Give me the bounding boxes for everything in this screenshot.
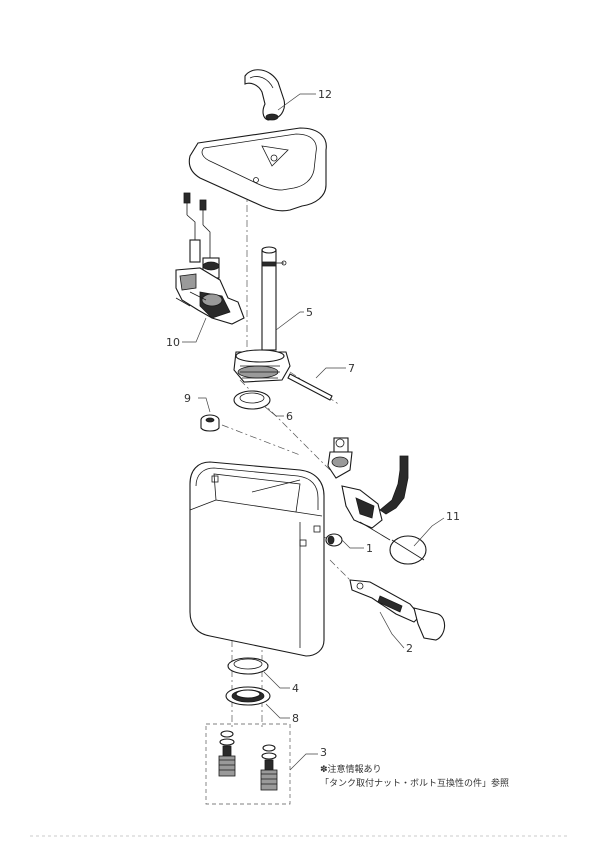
- part-3-bolt-set: [205, 723, 291, 805]
- callout-2: 2: [406, 642, 413, 655]
- part-2-flush-handle: [349, 579, 446, 641]
- callout-labels: 12 5 10 7 9 6 11 1 2 4 8 3: [166, 88, 460, 759]
- part-4-ring-gasket: [227, 657, 269, 675]
- callout-5: 5: [306, 306, 313, 319]
- bolt-left: [218, 730, 236, 777]
- callout-4: 4: [292, 682, 299, 695]
- note-line-1: ✽注意情報あり: [320, 763, 382, 775]
- note-line-2: 「タンク取付ナット・ボルト互換性の件」参照: [320, 777, 509, 789]
- toilet-tank-body: [189, 461, 325, 657]
- part-5-overflow-pipe: [233, 246, 291, 383]
- callout-7: 7: [348, 362, 355, 375]
- callout-9: 9: [184, 392, 191, 405]
- bolt-right: [260, 744, 278, 791]
- caution-note: ✽注意情報あり 「タンク取付ナット・ボルト互換性の件」参照: [320, 763, 509, 789]
- part-7-rod: [287, 373, 333, 401]
- callout-8: 8: [292, 712, 299, 725]
- part-9-nut: [200, 414, 220, 432]
- ball-tap-valve: [327, 437, 353, 479]
- callout-leaders: [182, 93, 445, 771]
- part-12-spout: [244, 69, 286, 121]
- callout-11: 11: [446, 510, 460, 523]
- callout-1: 1: [366, 542, 373, 555]
- callout-3: 3: [320, 746, 327, 759]
- callout-6: 6: [286, 410, 293, 423]
- part-1-button: [325, 533, 343, 547]
- tank-lid-bowl: [188, 127, 327, 212]
- callout-12: 12: [318, 88, 332, 101]
- part-6-gasket: [233, 390, 271, 410]
- part-10-flush-valve-assembly: [175, 192, 245, 325]
- part-8-thick-gasket: [225, 686, 271, 706]
- callout-10: 10: [166, 336, 180, 349]
